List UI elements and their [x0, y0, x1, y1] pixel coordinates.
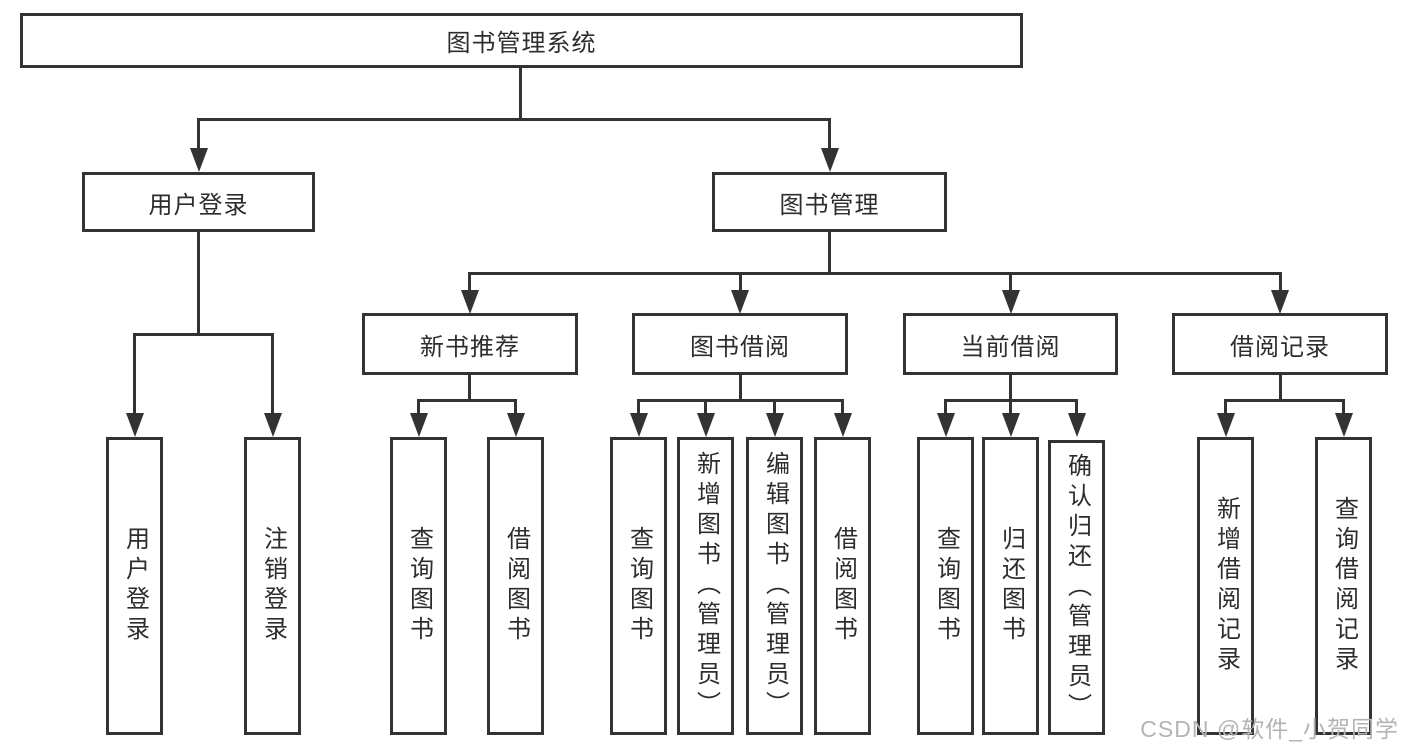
connector-drop-return-books	[1009, 399, 1012, 416]
csdn-watermark: CSDN @软件_小贺同学	[1140, 716, 1399, 742]
connector-user-login-stub	[197, 232, 200, 336]
node-book-management: 图书管理	[712, 172, 947, 232]
arrow-down-icon-user-login	[190, 148, 208, 172]
node-leaf-logout: 注销登录	[244, 437, 301, 735]
arrow-down-icon-current-borrow	[1002, 290, 1020, 314]
arrow-down-icon-query-books-c	[937, 413, 955, 437]
node-current-borrowing: 当前借阅	[903, 313, 1118, 375]
arrow-down-icon-borrow-books-b	[834, 413, 852, 437]
connector-drop-current-borrow	[1009, 272, 1012, 294]
node-leaf-confirm-return-admin: 确认归还（管理员）	[1048, 440, 1105, 735]
arrow-down-icon-book-borrow	[731, 290, 749, 314]
connector-drop-query-borrow-record	[1342, 399, 1345, 416]
connector-drop-book-mgmt	[828, 118, 831, 152]
connector-borrow-records-stub	[1279, 375, 1282, 402]
connector-book-borrow-stub	[739, 375, 742, 402]
connector-book-borrow-rail	[637, 399, 844, 402]
arrow-down-icon-leaf-user-login	[126, 413, 144, 437]
node-leaf-query-books-b: 查询图书	[610, 437, 667, 735]
connector-drop-borrow-books-a	[514, 399, 517, 416]
connector-drop-add-books	[704, 399, 707, 416]
connector-drop-query-books-b	[637, 399, 640, 416]
connector-drop-leaf-user-login	[133, 333, 136, 415]
leaf-label: 查询图书	[932, 526, 960, 646]
leaf-label: 归还图书	[997, 526, 1025, 646]
node-borrowing-records: 借阅记录	[1172, 313, 1388, 375]
connector-drop-query-books-a	[417, 399, 420, 416]
connector-drop-borrow-books-b	[841, 399, 844, 416]
connector-level2-rail	[197, 118, 831, 121]
node-user-login: 用户登录	[82, 172, 315, 232]
node-leaf-borrow-books-a: 借阅图书	[487, 437, 544, 735]
leaf-label: 查询图书	[405, 526, 433, 646]
connector-new-book-rec-rail	[417, 399, 517, 402]
node-leaf-add-borrow-record: 新增借阅记录	[1197, 437, 1254, 735]
arrow-down-icon-query-books-b	[630, 413, 648, 437]
arrow-down-icon-return-books	[1002, 413, 1020, 437]
connector-drop-user-login	[197, 118, 200, 152]
connector-current-borrow-stub	[1009, 375, 1012, 402]
connector-borrow-records-rail	[1224, 399, 1345, 402]
leaf-label: 用户登录	[121, 526, 149, 646]
arrow-down-icon-edit-books	[766, 413, 784, 437]
arrow-down-icon-new-book-rec	[461, 290, 479, 314]
arrow-down-icon-borrow-records	[1271, 290, 1289, 314]
arrow-down-icon-leaf-logout	[264, 413, 282, 437]
connector-drop-new-book-rec	[468, 272, 471, 294]
leaf-label: 查询借阅记录	[1330, 496, 1358, 676]
arrow-down-icon-confirm-return	[1068, 413, 1086, 437]
leaf-label: 注销登录	[259, 526, 287, 646]
connector-drop-borrow-records	[1279, 272, 1282, 294]
connector-user-login-rail	[133, 333, 274, 336]
node-leaf-borrow-books-b: 借阅图书	[814, 437, 871, 735]
connector-drop-confirm-return	[1075, 399, 1078, 416]
node-book-borrowing: 图书借阅	[632, 313, 848, 375]
node-leaf-edit-books-admin: 编辑图书（管理员）	[746, 437, 803, 735]
arrow-down-icon-query-borrow-record	[1335, 413, 1353, 437]
connector-drop-add-borrow-record	[1224, 399, 1227, 416]
arrow-down-icon-add-books	[697, 413, 715, 437]
connector-drop-book-borrow	[739, 272, 742, 294]
connector-drop-leaf-logout	[271, 333, 274, 415]
leaf-label: 新增借阅记录	[1212, 496, 1240, 676]
connector-level3-rail	[468, 272, 1282, 275]
arrow-down-icon-book-mgmt	[821, 148, 839, 172]
arrow-down-icon-query-books-a	[410, 413, 428, 437]
node-new-book-recommend: 新书推荐	[362, 313, 578, 375]
leaf-label: 编辑图书（管理员）	[761, 451, 789, 721]
leaf-label: 新增图书（管理员）	[692, 451, 720, 721]
node-leaf-add-books-admin: 新增图书（管理员）	[677, 437, 734, 735]
node-leaf-return-books: 归还图书	[982, 437, 1039, 735]
arrow-down-icon-borrow-books-a	[507, 413, 525, 437]
node-leaf-query-borrow-record: 查询借阅记录	[1315, 437, 1372, 735]
connector-new-book-rec-stub	[468, 375, 471, 402]
node-leaf-query-books-a: 查询图书	[390, 437, 447, 735]
connector-root-stub	[519, 68, 522, 121]
connector-drop-edit-books	[773, 399, 776, 416]
node-leaf-user-login: 用户登录	[106, 437, 163, 735]
leaf-label: 查询图书	[625, 526, 653, 646]
leaf-label: 借阅图书	[502, 526, 530, 646]
connector-book-mgmt-stub	[828, 232, 831, 275]
arrow-down-icon-add-borrow-record	[1217, 413, 1235, 437]
leaf-label: 借阅图书	[829, 526, 857, 646]
leaf-label: 确认归还（管理员）	[1063, 452, 1091, 723]
node-leaf-query-books-c: 查询图书	[917, 437, 974, 735]
connector-drop-query-books-c	[944, 399, 947, 416]
node-book-management-system: 图书管理系统	[20, 13, 1023, 68]
